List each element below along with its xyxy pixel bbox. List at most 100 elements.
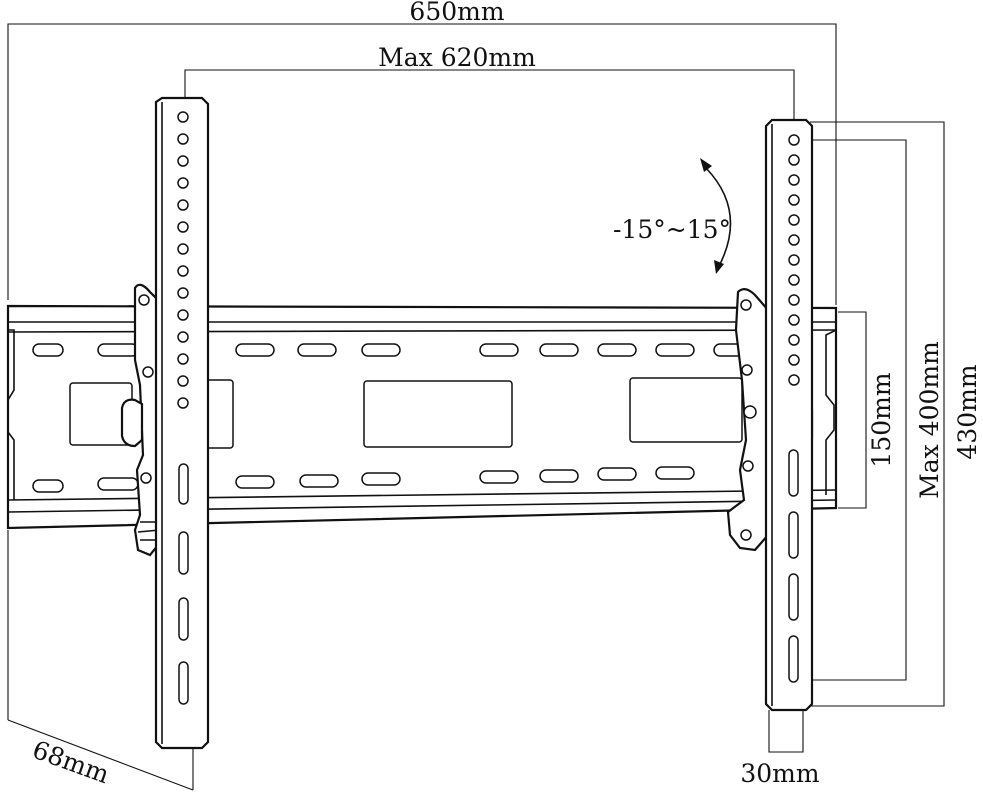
left-hinge-plate	[133, 283, 160, 557]
bracket-hole	[788, 174, 800, 186]
overall-width-dimension	[7, 23, 837, 305]
bracket-hole	[177, 243, 189, 255]
label-overall-width: 650mm	[409, 0, 504, 26]
bracket-hole	[788, 154, 800, 166]
rail-slot	[655, 466, 695, 480]
bracket-hole	[788, 354, 800, 366]
rail-slot	[361, 343, 401, 357]
bracket-slot	[178, 661, 189, 705]
label-bracket-height: 430mm	[953, 364, 982, 459]
rail-cutout-left-inner	[204, 379, 234, 449]
bracket-hole	[788, 234, 800, 246]
bracket-slot	[178, 463, 189, 505]
hole-spacing-dimension	[184, 69, 795, 130]
bracket-hole	[788, 254, 800, 266]
hinge-bolt	[743, 405, 757, 419]
tilt-arrow-head-down	[714, 260, 724, 274]
bracket-hole	[177, 111, 189, 123]
bracket-hole	[177, 199, 189, 211]
rail-slot	[597, 467, 637, 481]
bracket-hole	[788, 334, 800, 346]
tilt-arrow	[700, 158, 732, 274]
label-bracket-width: 30mm	[740, 759, 820, 788]
bracket-hole	[788, 274, 800, 286]
bracket-hole	[177, 265, 189, 277]
rail-slot	[32, 479, 64, 493]
vertical-spacing-dimension	[790, 139, 907, 681]
bracket-hole	[177, 375, 189, 387]
bracket-slot	[788, 573, 799, 621]
rail-slot	[479, 343, 519, 357]
label-rail-height: 150mm	[867, 372, 896, 467]
rail-slot	[539, 469, 579, 483]
rail-left-end	[7, 329, 15, 500]
rail-slot	[97, 343, 139, 357]
hinge-bolt	[140, 472, 152, 484]
bracket-hole	[177, 397, 189, 409]
label-vertical-spacing: Max 400mm	[915, 341, 944, 499]
bracket-hole	[788, 214, 800, 226]
hinge-bolt	[142, 366, 154, 378]
bracket-hole	[177, 309, 189, 321]
rail-slot	[361, 472, 401, 486]
rail-slot	[297, 343, 337, 357]
rail-slot	[539, 343, 579, 357]
hinge-bolt	[740, 299, 752, 311]
bracket-hole	[177, 177, 189, 189]
right-vertical-bracket	[764, 118, 814, 712]
bracket-hole	[788, 374, 800, 386]
bracket-hole	[788, 194, 800, 206]
bracket-hole	[788, 314, 800, 326]
rail-slot	[235, 475, 275, 489]
rail-slot	[97, 477, 139, 491]
hinge-bolt	[740, 529, 752, 541]
bracket-hole	[788, 134, 800, 146]
bracket-slot	[178, 597, 189, 641]
right-bracket-holes	[788, 134, 800, 386]
label-tilt-range: -15°~15°	[613, 215, 731, 244]
hinge-bolt	[742, 460, 754, 472]
rail-slot	[299, 474, 339, 488]
hinge-bolt	[138, 294, 150, 306]
bracket-height-dimension	[810, 121, 945, 707]
bracket-hole	[177, 331, 189, 343]
rail-slot	[32, 343, 64, 357]
rail-right-end	[825, 329, 837, 495]
bracket-slot	[788, 511, 799, 559]
left-tilt-hinge	[120, 283, 161, 557]
rail-slot	[597, 343, 637, 357]
tilt-arc	[705, 167, 732, 269]
depth-dimension	[7, 719, 194, 791]
left-vertical-bracket	[154, 96, 210, 750]
tilt-knob	[120, 398, 144, 448]
bracket-hole	[177, 353, 189, 365]
right-bracket-body	[764, 118, 814, 712]
bracket-slot	[788, 449, 799, 497]
label-wall-depth: 68mm	[29, 735, 114, 789]
bracket-hole	[177, 133, 189, 145]
label-hole-spacing: Max 620mm	[378, 43, 536, 72]
bracket-hole	[788, 294, 800, 306]
rail-bottom-slots	[32, 466, 695, 493]
dimension-lines	[7, 23, 945, 791]
bracket-width-dimension	[768, 710, 804, 753]
rail-slot	[479, 470, 519, 484]
left-bracket-body	[154, 96, 210, 750]
tilt-arrow-head-up	[700, 158, 712, 172]
left-bracket-holes	[177, 111, 189, 409]
rail-height-dimension	[838, 311, 867, 509]
bracket-hole	[177, 287, 189, 299]
bracket-hole	[177, 221, 189, 233]
rail-cutout-center	[363, 380, 513, 448]
bracket-slot	[788, 635, 799, 683]
right-bracket-slots	[788, 449, 799, 683]
hinge-bolt	[741, 364, 753, 376]
bracket-hole	[177, 155, 189, 167]
bracket-slot	[178, 531, 189, 575]
rail-slot	[235, 343, 275, 357]
rail-cutout-right	[629, 377, 743, 443]
left-bracket-slots	[178, 463, 189, 705]
rail-slot	[655, 343, 695, 357]
